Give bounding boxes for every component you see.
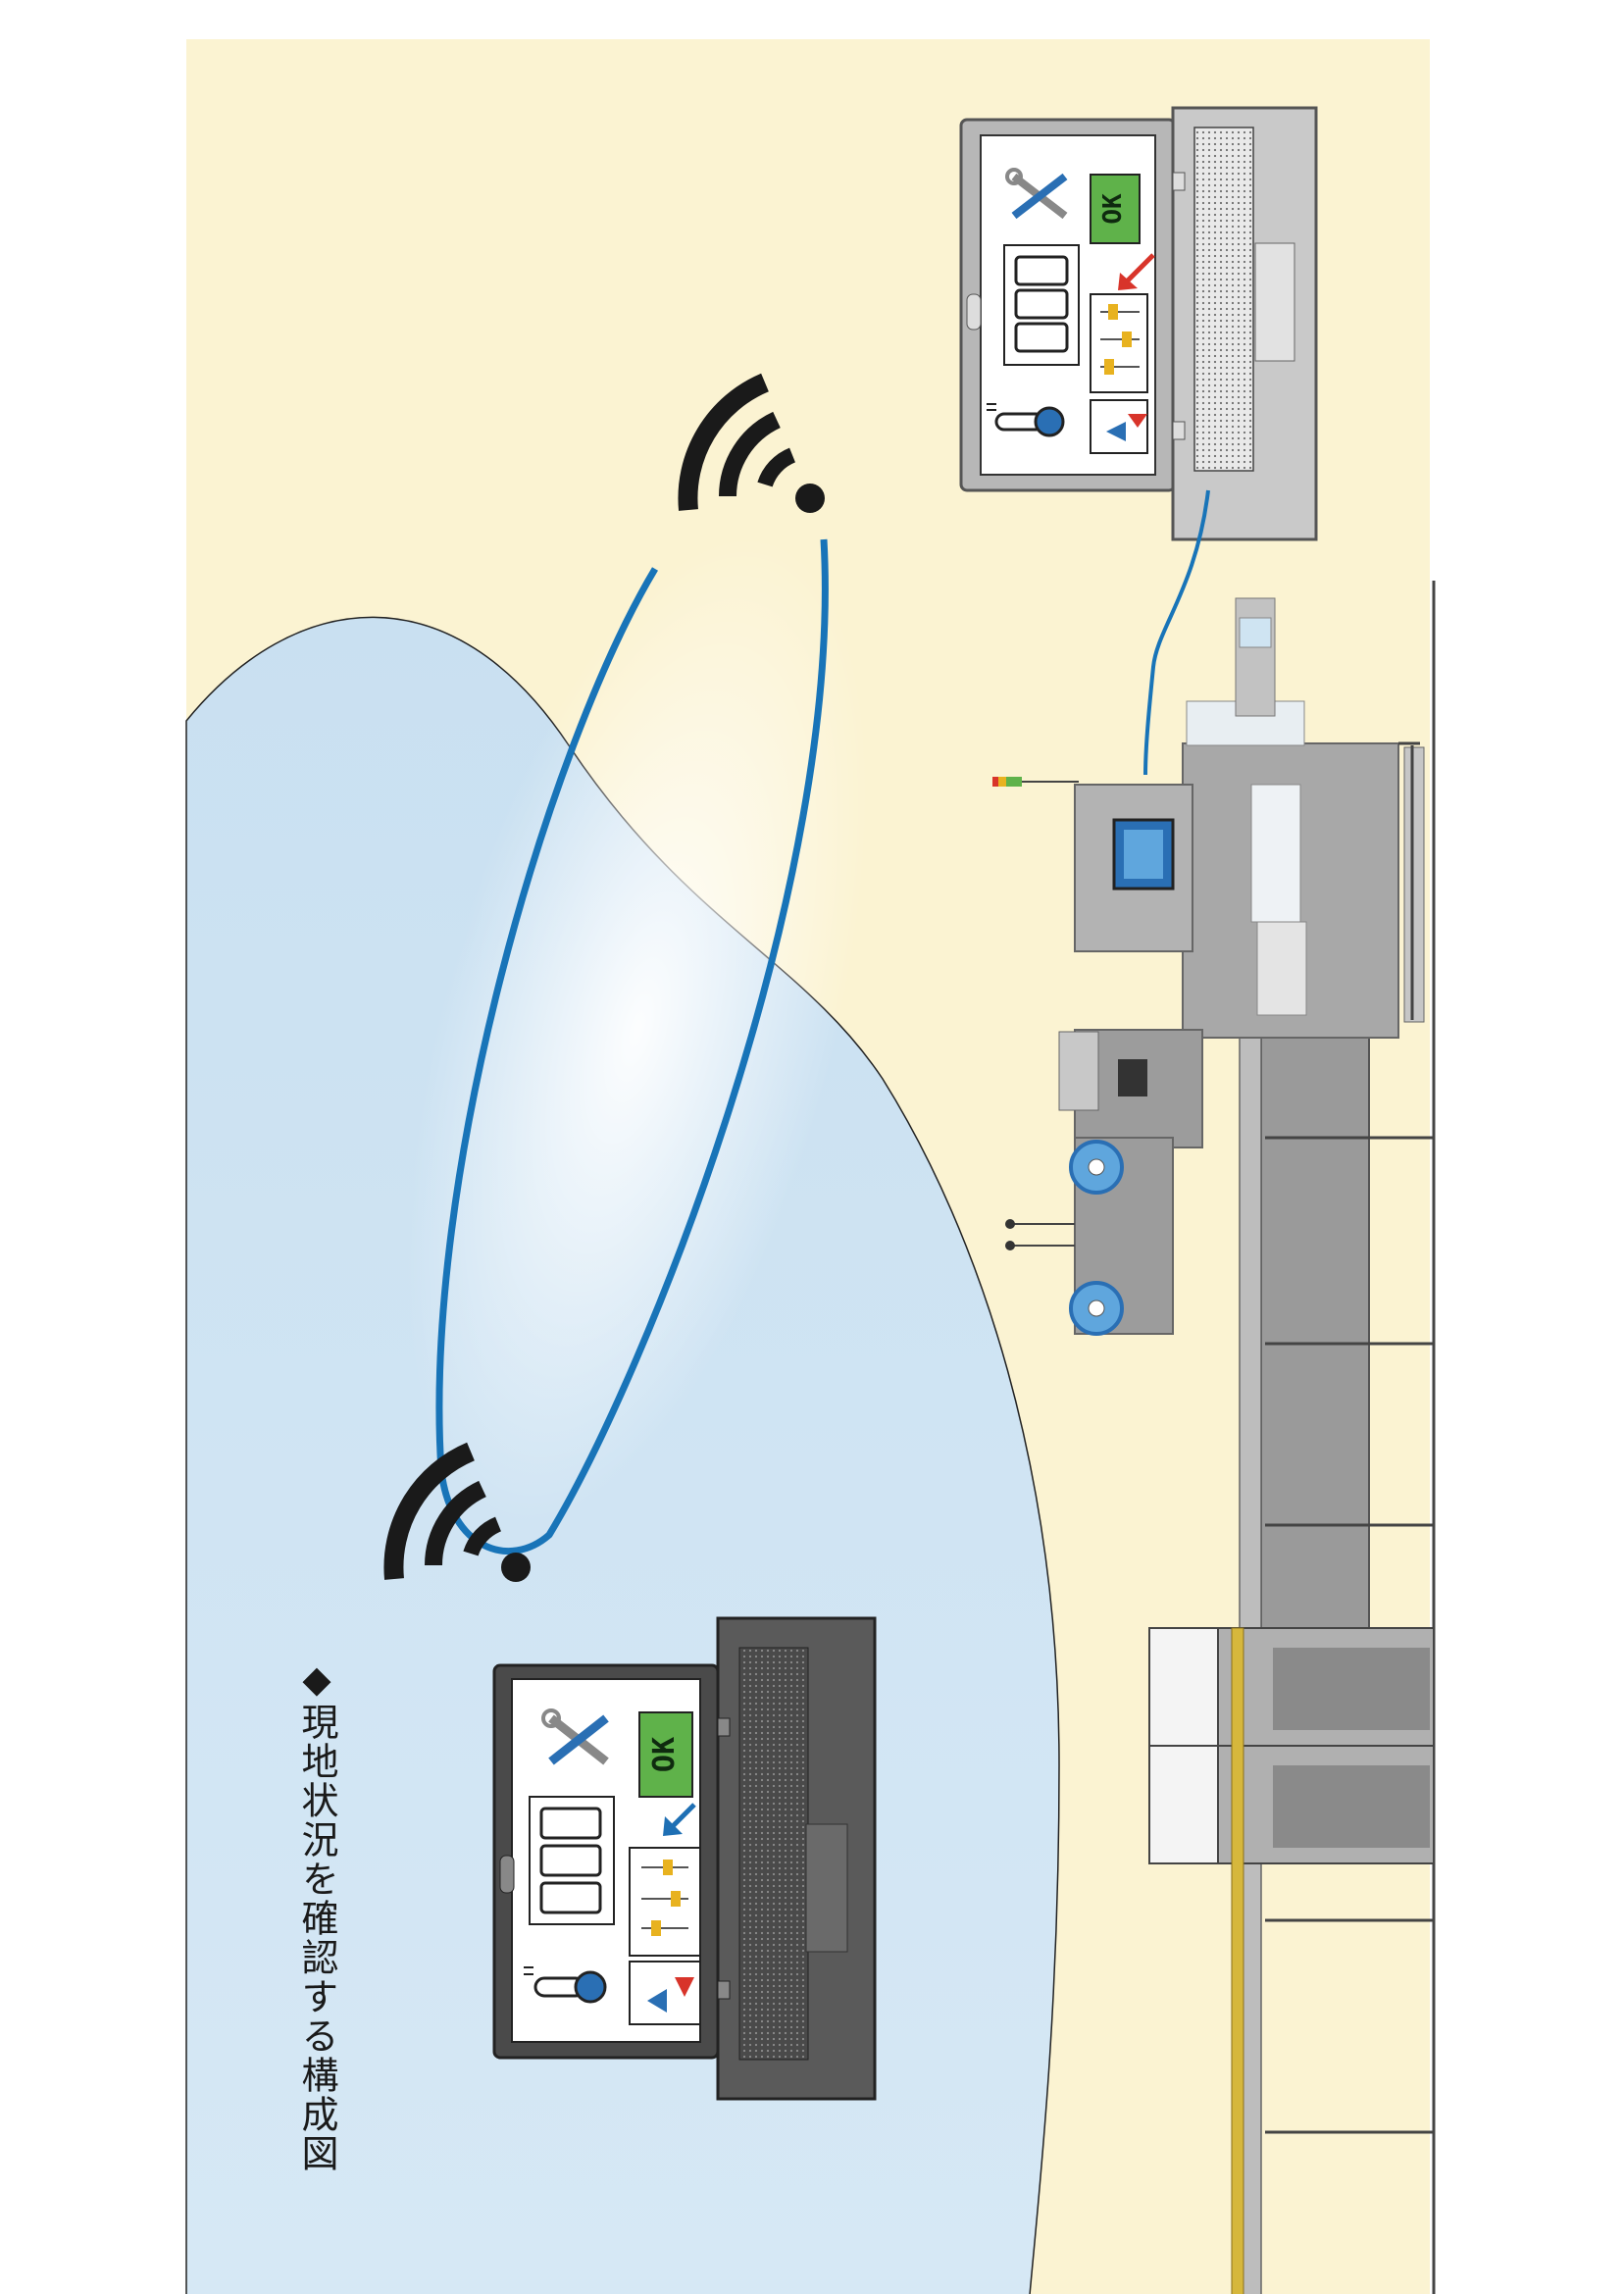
- wifi-signal-icon: [678, 373, 825, 513]
- remote-ok-label: OK: [647, 1736, 682, 1773]
- wrench-screwdriver-icon: [541, 1708, 609, 1765]
- wrench-screwdriver-icon: [1005, 168, 1068, 220]
- ok-button: [1090, 174, 1141, 244]
- onsite-laptop: [959, 106, 1318, 541]
- remote-display-digits: 888: [541, 1848, 600, 1861]
- production-line: [992, 581, 1436, 2294]
- onsite-ok-label: OK: [1098, 193, 1128, 225]
- communication-link: [435, 538, 829, 1555]
- thermometer-icon: [987, 403, 1065, 437]
- pointer-arrow-icon: [1122, 253, 1155, 286]
- slider-bars-icon: [1090, 293, 1148, 393]
- remote-laptop: [492, 1616, 877, 2101]
- ok-button: [638, 1711, 693, 1798]
- network-cable: [1143, 489, 1210, 776]
- onsite-display-digits: 888: [1015, 292, 1068, 306]
- diagram-caption: ◆現地状況を確認する構成図: [295, 1657, 338, 2173]
- thermometer-icon: [524, 1966, 607, 2004]
- wifi-signal-icon: [383, 1442, 531, 1582]
